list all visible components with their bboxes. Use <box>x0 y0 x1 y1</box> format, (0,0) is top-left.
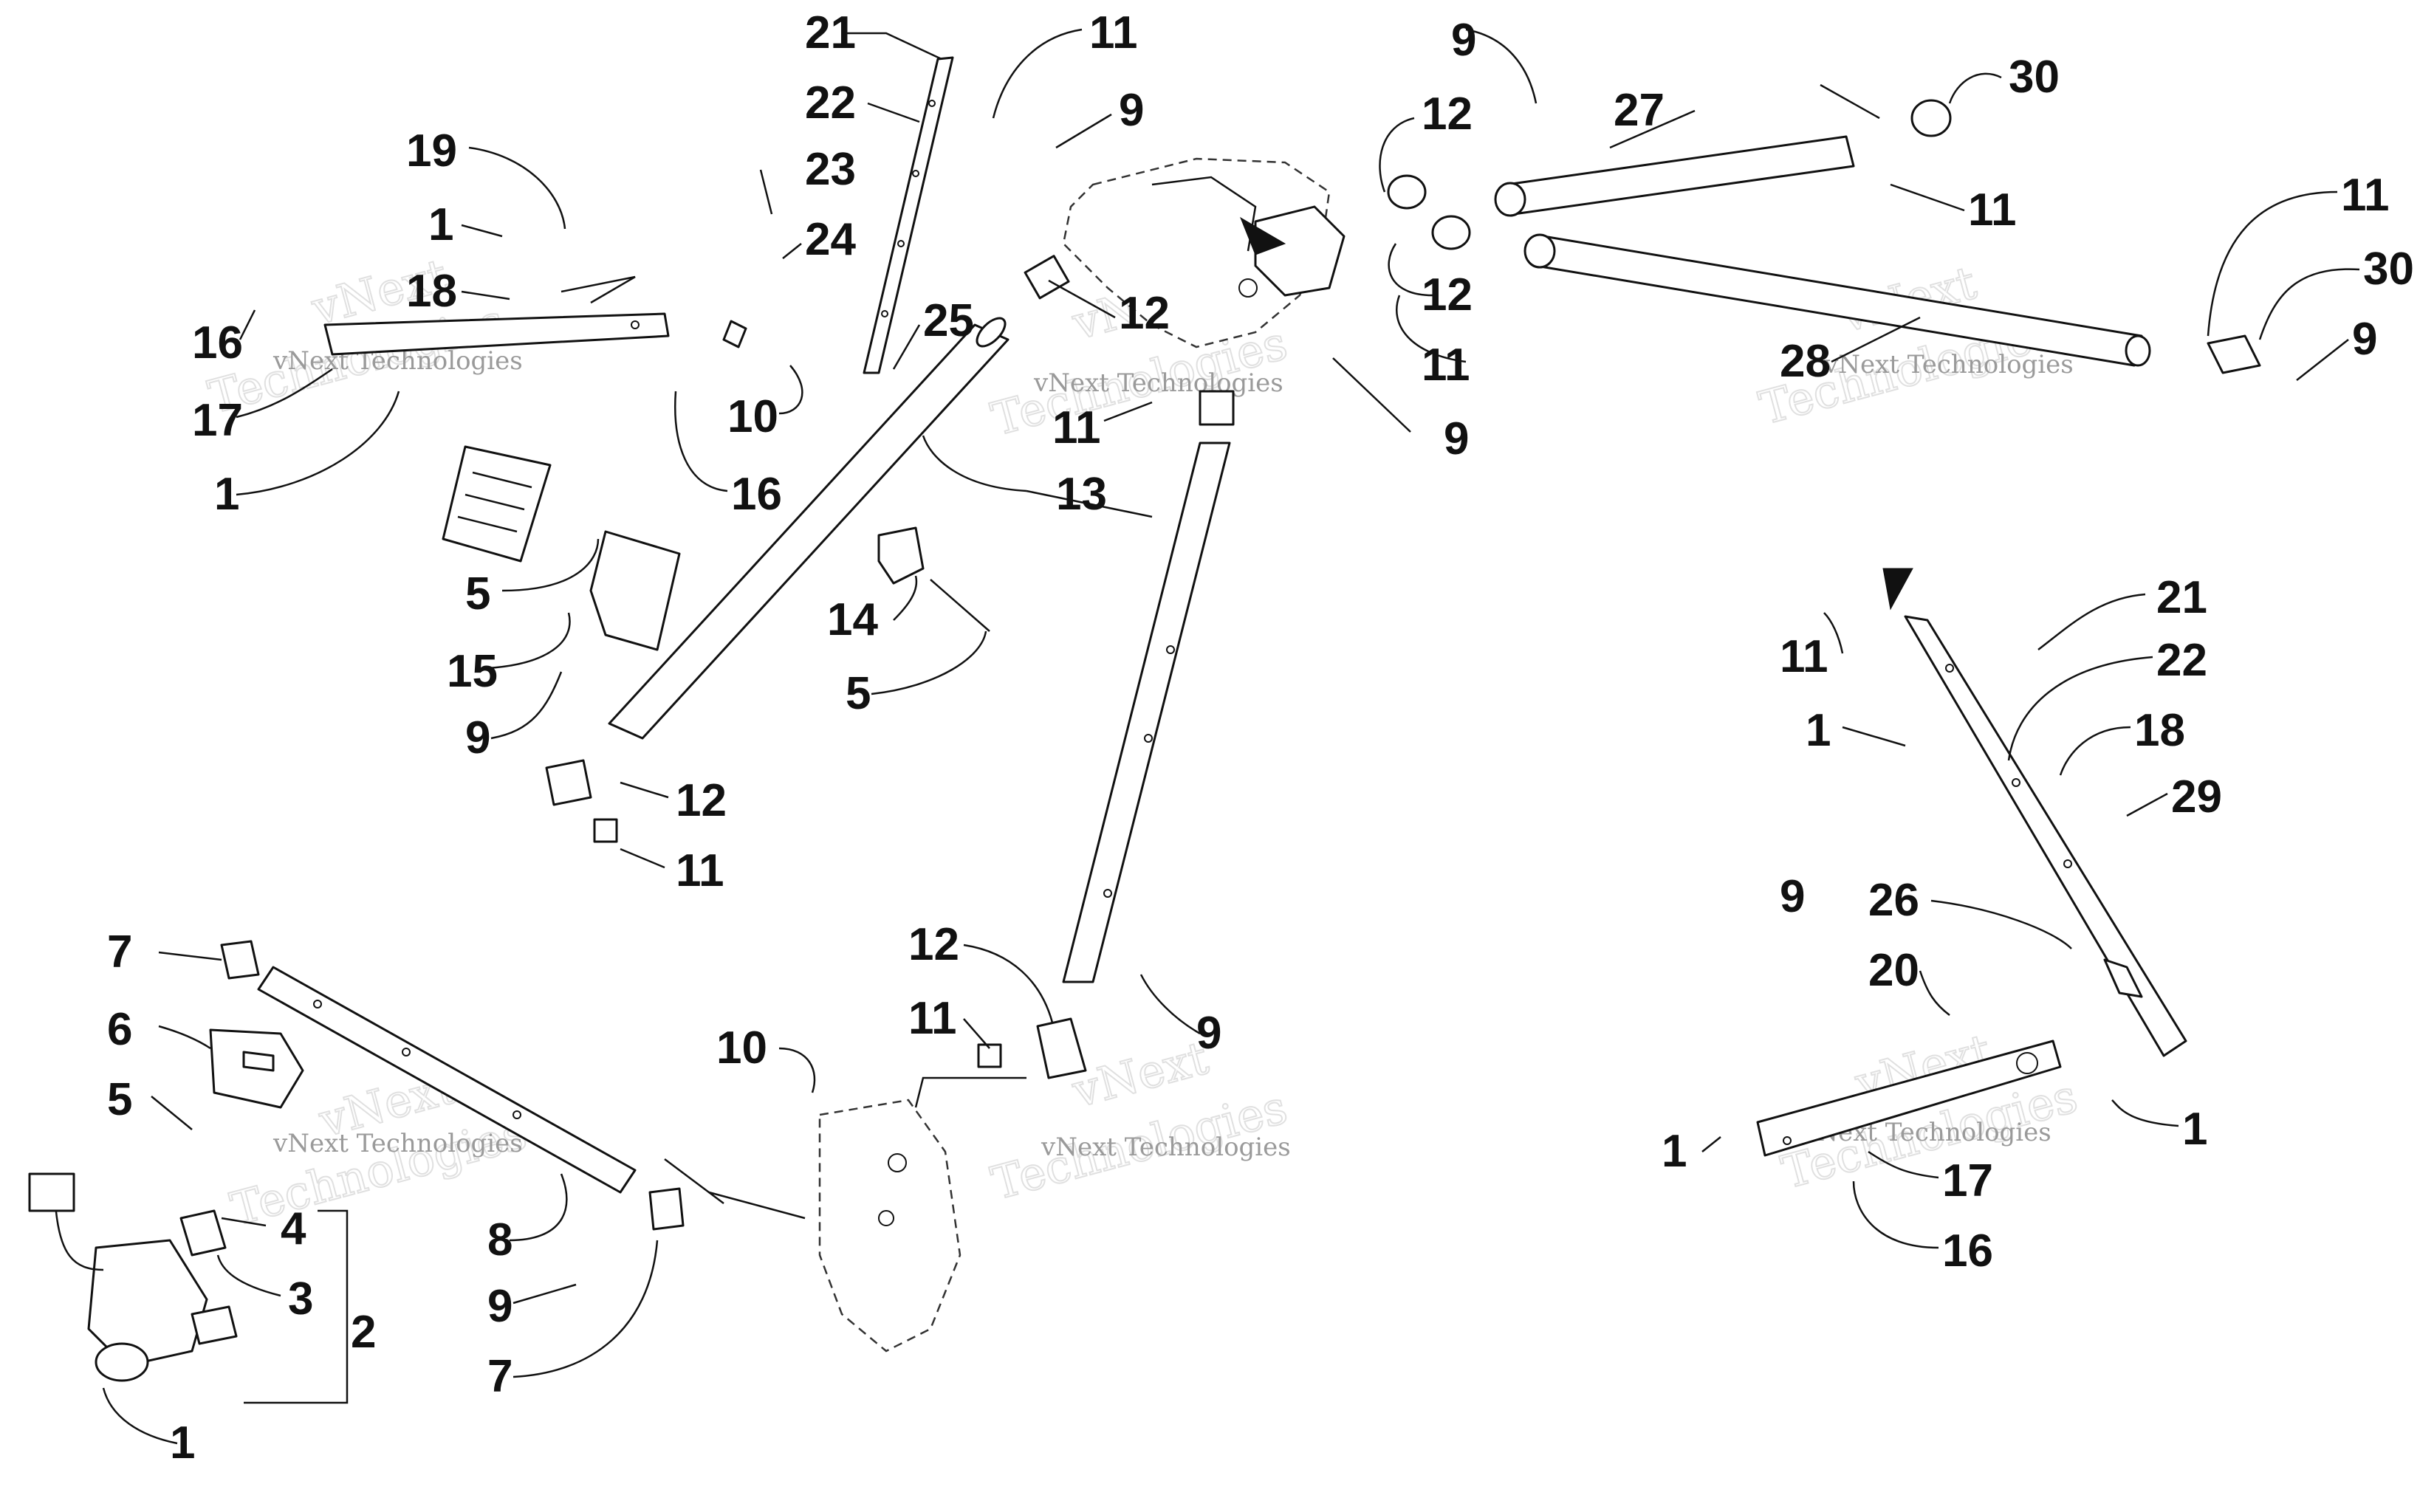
tie-rod-upper <box>1494 135 1855 217</box>
callout-label: 30 <box>2009 52 2060 103</box>
callout-label: 12 <box>1422 89 1473 140</box>
callout-labels: 21 22 23 24 11 9 25 12 11 9 12 12 11 27 … <box>107 7 2414 1468</box>
callout-label: 1 <box>428 199 453 250</box>
callout-label: 22 <box>805 78 856 128</box>
callout-label: 12 <box>676 775 727 826</box>
watermark-text: vNext Technologies <box>1033 368 1283 398</box>
arrow-marker-icon <box>1239 216 1286 255</box>
callout-label: 16 <box>192 317 243 368</box>
callout-label: 9 <box>2352 314 2377 365</box>
callout-label: 16 <box>731 469 782 520</box>
steering-tube-left <box>608 317 1010 740</box>
callout-label: 12 <box>1119 288 1170 339</box>
callout-label: 11 <box>1052 402 1101 453</box>
callout-label: 29 <box>2171 772 2222 822</box>
front-chassis-bracket <box>1062 157 1346 348</box>
callout-label: 20 <box>1868 945 1919 996</box>
group-bracket-line <box>244 1209 349 1404</box>
callout-label: 17 <box>192 395 243 446</box>
callout-label: 5 <box>465 568 490 619</box>
watermark-text: vNext Technologies <box>1041 1133 1291 1162</box>
callout-label: 11 <box>1968 185 2017 236</box>
motor-mount-bracket <box>209 1028 304 1109</box>
arrow-marker-icon <box>1882 568 1913 611</box>
callout-label: 9 <box>1444 413 1469 464</box>
watermark-text: vNext Technologies <box>272 1129 523 1158</box>
callout-label: 21 <box>2156 572 2207 623</box>
callout-label: 4 <box>281 1203 306 1254</box>
callout-label: 18 <box>2134 705 2185 756</box>
callout-label: 7 <box>107 927 132 977</box>
lower-left-arm <box>220 940 685 1231</box>
callout-label: 27 <box>1614 85 1665 136</box>
leader-lines <box>102 28 2360 1445</box>
callout-label: 19 <box>406 126 457 176</box>
callout-label: 2 <box>351 1307 376 1358</box>
actuator-motor <box>28 1172 238 1382</box>
callout-label: 12 <box>908 919 959 970</box>
lower-right-support-arm <box>1756 1040 2062 1157</box>
callout-label: 28 <box>1780 336 1831 387</box>
callout-label: 25 <box>923 295 974 346</box>
callout-label: 26 <box>1868 875 1919 926</box>
callout-label: 5 <box>846 668 871 719</box>
callout-label: 11 <box>676 845 724 896</box>
callout-label: 9 <box>465 712 490 763</box>
callout-label: 1 <box>214 469 239 520</box>
callout-label: 14 <box>827 594 878 645</box>
tie-rod-lower <box>1523 233 2151 367</box>
callout-label: 9 <box>1119 85 1144 136</box>
upper-brace-bar <box>863 56 954 374</box>
callout-label: 9 <box>1196 1008 1221 1059</box>
callout-label: 11 <box>1780 631 1828 682</box>
callout-label: 8 <box>487 1214 513 1265</box>
callout-label: 18 <box>406 266 457 317</box>
callout-label: 1 <box>1806 705 1831 756</box>
callout-label: 24 <box>805 214 856 265</box>
steering-tube-center <box>1062 441 1231 983</box>
callout-label: 17 <box>1942 1155 1993 1206</box>
watermark-text: vNext Technologies <box>1823 350 2074 379</box>
callout-label: 1 <box>1662 1126 1687 1177</box>
lower-coupler <box>977 1017 1087 1079</box>
lower-tube-clamp <box>545 759 618 843</box>
callout-label: 9 <box>1780 871 1805 922</box>
callout-label: 1 <box>2182 1104 2207 1155</box>
callout-label: 11 <box>1089 7 1138 58</box>
callout-label: 1 <box>170 1418 195 1468</box>
callout-label: 11 <box>2341 170 2390 221</box>
callout-label: 7 <box>487 1351 513 1402</box>
callout-label: 16 <box>1942 1226 1993 1276</box>
rear-chassis-bracket <box>818 1099 962 1353</box>
callout-label: 13 <box>1056 469 1107 520</box>
bushing-parts <box>1024 99 2261 426</box>
callout-label: 3 <box>288 1274 313 1324</box>
callout-label: 12 <box>1422 269 1473 320</box>
callout-label: 21 <box>805 7 856 58</box>
callout-label: 10 <box>727 391 778 442</box>
callout-label: 9 <box>1451 15 1476 66</box>
callout-label: 30 <box>2363 244 2414 295</box>
fuse-block <box>442 445 681 651</box>
callout-label: 11 <box>908 993 957 1044</box>
callout-label: 5 <box>107 1074 132 1125</box>
callout-label: 9 <box>487 1281 513 1332</box>
callout-label: 6 <box>107 1004 132 1055</box>
callout-label: 15 <box>447 646 498 697</box>
callout-label: 10 <box>716 1023 767 1073</box>
callout-label: 22 <box>2156 635 2207 686</box>
lower-right-brace-bar <box>1882 568 2187 1057</box>
callout-label: 11 <box>1422 340 1470 391</box>
clamp <box>877 526 990 632</box>
callout-label: 23 <box>805 144 856 195</box>
upper-left-support-arm <box>323 275 747 356</box>
